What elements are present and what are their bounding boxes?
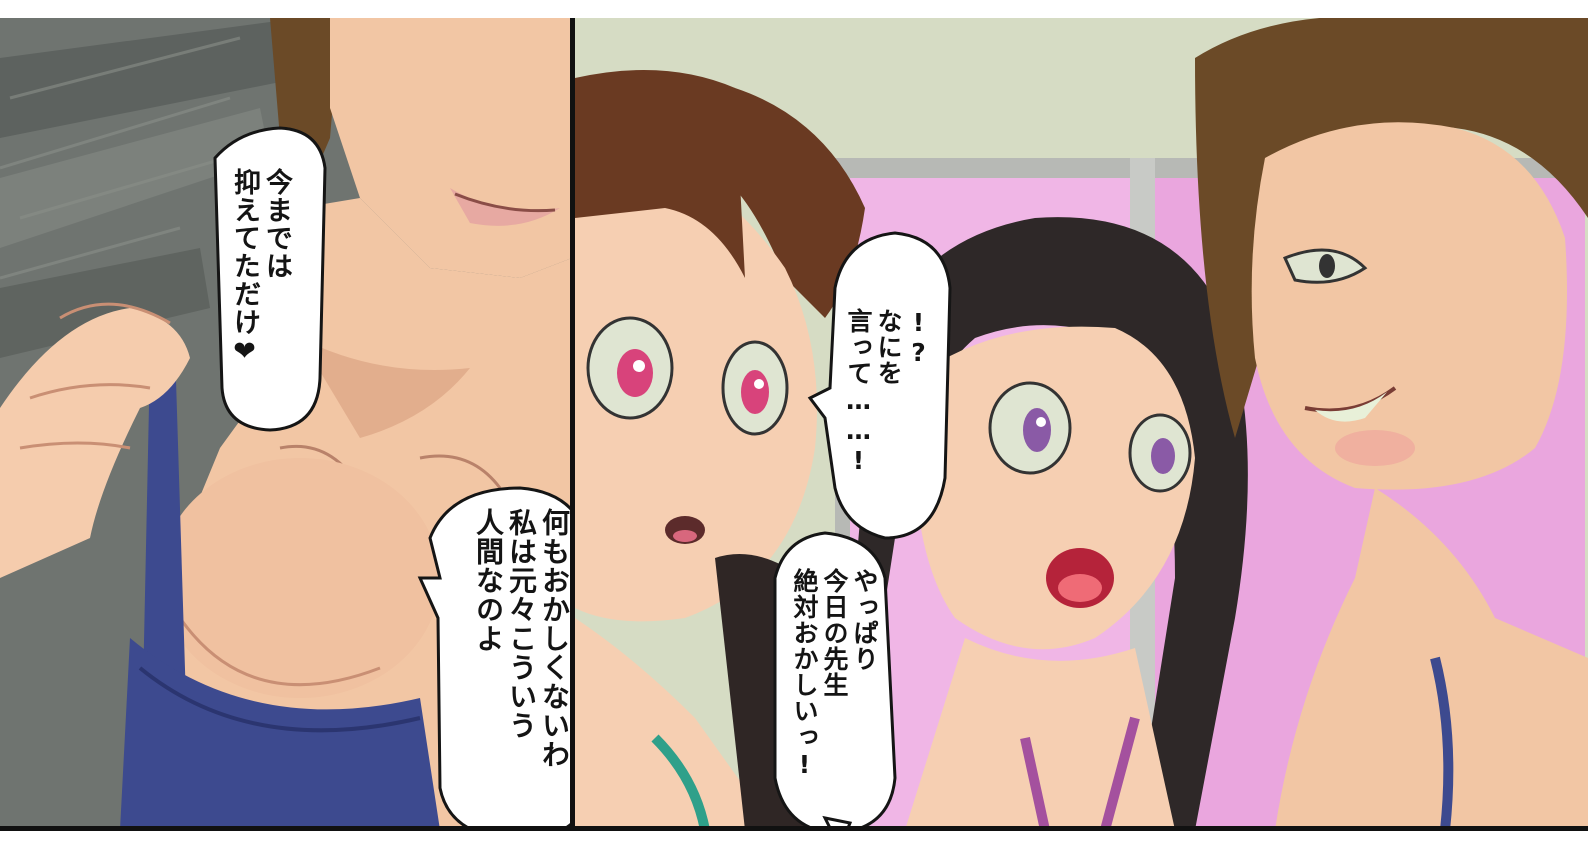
speech-bubble-left-top: 今までは 抑えてただけ❤ (229, 168, 292, 368)
speech-bubble-left-bottom: 何もおかしくないわ 私は元々こういう 人間なのよ (472, 508, 571, 769)
right-panel-art (575, 18, 1588, 830)
speech-bubble-right-top: !? なにを 言って……! (844, 308, 933, 476)
panel-bottom-border (0, 826, 1588, 831)
left-panel: 今までは 抑えてただけ❤ 何もおかしくないわ 私は元々こういう 人間なのよ (0, 18, 572, 830)
panel-divider (570, 18, 575, 830)
right-panel: !? なにを 言って……! やっぱり 今日の先生 絶対おかしいっ! (575, 18, 1588, 830)
speech-bubble-right-bottom: やっぱり 今日の先生 絶対おかしいっ! (790, 568, 879, 780)
left-panel-art (0, 18, 572, 830)
